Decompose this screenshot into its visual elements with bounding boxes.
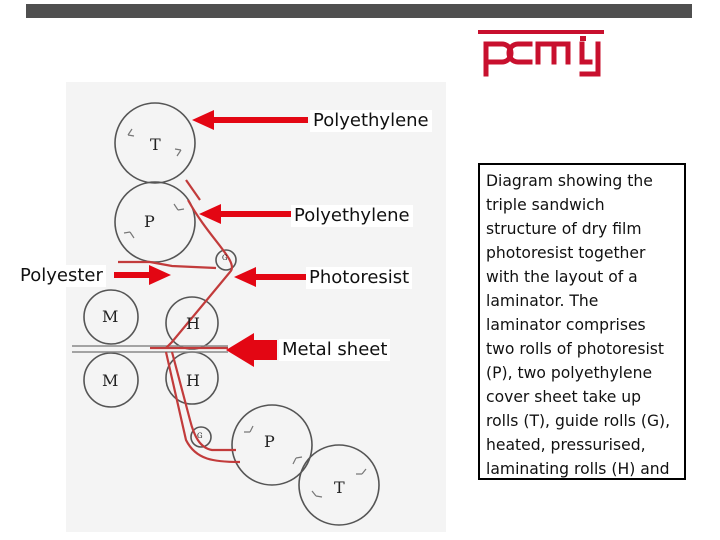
roll-label-p-top: P — [144, 212, 155, 231]
label-arrows — [114, 110, 308, 367]
pcmi-logo — [472, 28, 610, 80]
roll-label-m-top: M — [102, 307, 119, 326]
roll-label-m-bottom: M — [102, 371, 119, 390]
roll-label-g-bottom: G — [197, 432, 203, 440]
photoresist-roll-top — [114, 181, 196, 263]
take-up-roll-top — [114, 102, 196, 184]
motor-roll-top — [83, 289, 139, 345]
logo-graphic — [472, 28, 610, 80]
roll-label-p-bottom: P — [264, 432, 275, 451]
photoresist-roll-bottom — [231, 404, 313, 486]
metal-sheet-label: Metal sheet — [279, 339, 391, 361]
polyester-label: Polyester — [17, 265, 106, 287]
take-up-roll-bottom — [298, 444, 380, 526]
roll-label-g-top: G — [222, 254, 228, 262]
guide-roll-bottom — [190, 426, 212, 448]
title-bar — [26, 4, 692, 18]
caption-text: Diagram showing the triple sandwich stru… — [478, 163, 686, 480]
motor-roll-bottom — [83, 352, 139, 408]
roll-label-t-bottom: T — [334, 478, 345, 497]
guide-roll-top — [215, 249, 237, 271]
roll-label-h-bottom: H — [186, 371, 200, 390]
roll-label-h-top: H — [186, 314, 200, 333]
diagram-background — [66, 82, 446, 532]
polyethylene-label-top: Polyethylene — [310, 110, 432, 132]
roll-label-t-top: T — [150, 135, 161, 154]
photoresist-label: Photoresist — [306, 267, 413, 289]
polyethylene-label-middle: Polyethylene — [291, 205, 413, 227]
